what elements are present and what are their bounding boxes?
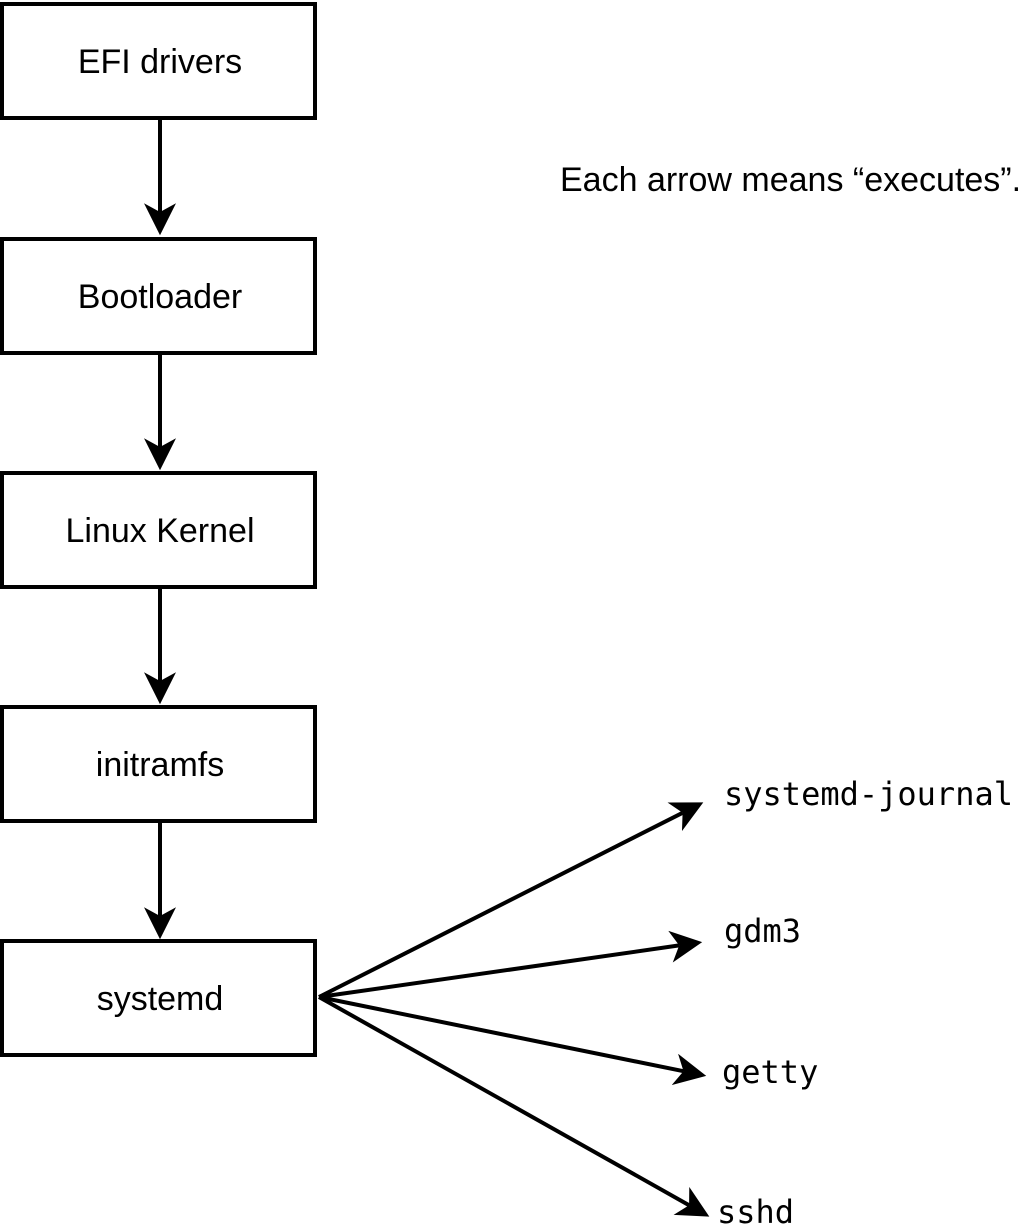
node-label-efi-drivers: EFI drivers [78, 43, 242, 81]
arrow-systemd-to-getty [318, 995, 707, 1086]
leaf-label-gdm3: gdm3 [724, 912, 801, 950]
node-initramfs: initramfs [0, 705, 317, 823]
leaf-label-systemd-journal: systemd-journal [724, 775, 1013, 813]
node-label-initramfs: initramfs [96, 746, 224, 784]
arrow-systemd-to-sshd [318, 995, 710, 1217]
node-box-bootloader [0, 237, 317, 355]
node-linux-kernel: Linux Kernel [0, 471, 317, 589]
node-box-systemd [0, 939, 317, 1057]
arrow-systemd-to-gdm3 [318, 930, 703, 999]
leaf-label-sshd: sshd [717, 1193, 794, 1230]
node-box-efi-drivers [0, 2, 317, 120]
node-systemd: systemd [0, 939, 317, 1057]
leaf-label-getty: getty [722, 1053, 818, 1091]
arrow-systemd-to-systemd-journal [318, 802, 704, 999]
node-bootloader: Bootloader [0, 237, 317, 355]
node-box-linux-kernel [0, 471, 317, 589]
node-efi-drivers: EFI drivers [0, 2, 317, 120]
node-label-linux-kernel: Linux Kernel [65, 512, 254, 550]
diagram-caption: Each arrow means “executes”. [560, 161, 1021, 199]
node-box-initramfs [0, 705, 317, 823]
node-label-bootloader: Bootloader [78, 278, 242, 316]
node-label-systemd: systemd [97, 980, 224, 1018]
